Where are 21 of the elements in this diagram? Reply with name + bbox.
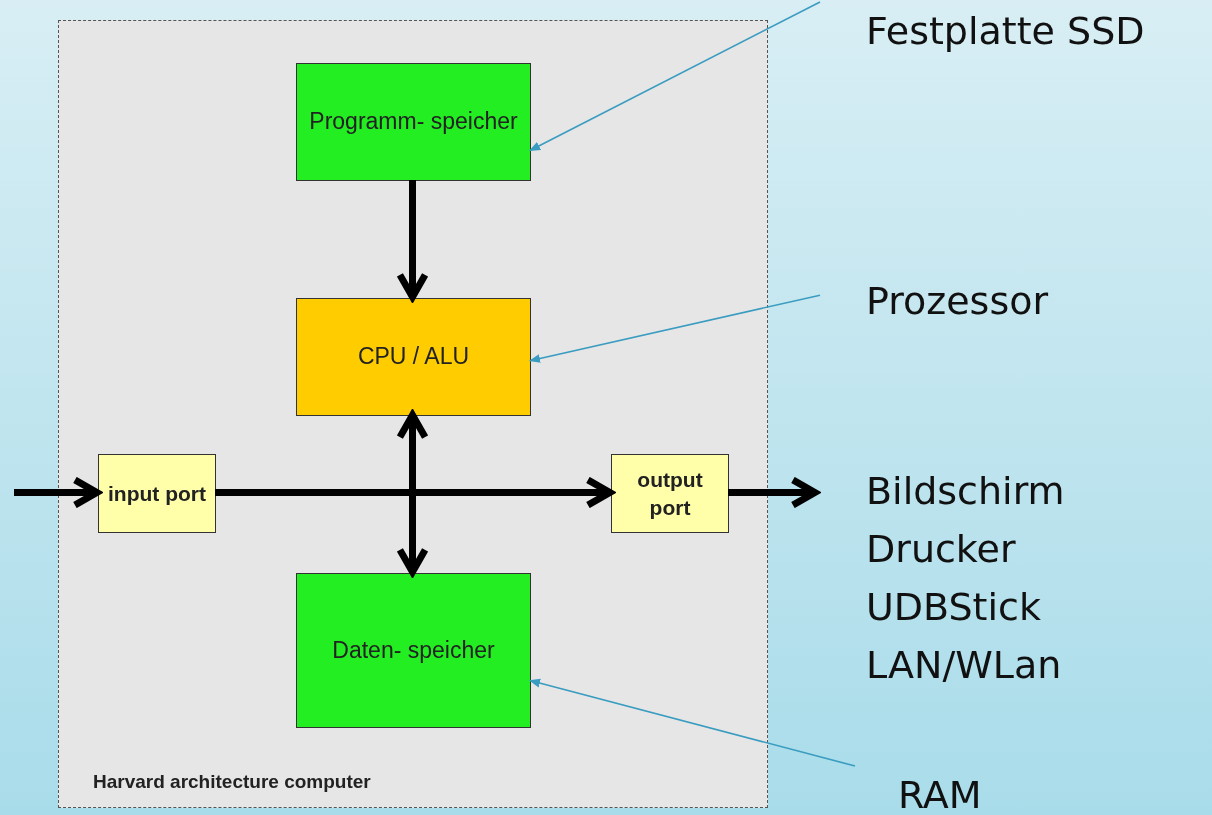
- annotation-text: Drucker: [866, 526, 1017, 573]
- arrow: [396, 411, 429, 576]
- memory-box: Daten- speicher: [296, 573, 531, 728]
- annotation-text: UDBStick: [866, 584, 1042, 631]
- arrow: [728, 476, 819, 509]
- leader-line: [528, 294, 821, 363]
- arrow: [215, 476, 614, 509]
- leader-line: [529, 1, 821, 152]
- annotation-text: Bildschirm: [866, 468, 1066, 515]
- arrow: [396, 180, 429, 301]
- annotation-text: LAN/WLan: [866, 642, 1063, 689]
- port-box: input port: [98, 454, 216, 533]
- annotation-text: Festplatte SSD: [866, 8, 1146, 55]
- computer-frame: [58, 20, 768, 808]
- annotation-text: RAM: [898, 772, 983, 815]
- leader-line: [528, 678, 856, 767]
- cpu-box: CPU / ALU: [296, 298, 531, 416]
- annotation-text: Prozessor: [866, 278, 1050, 325]
- frame-title: Harvard architecture computer: [93, 771, 371, 793]
- memory-box: Programm- speicher: [296, 63, 531, 181]
- port-box: output port: [611, 454, 729, 533]
